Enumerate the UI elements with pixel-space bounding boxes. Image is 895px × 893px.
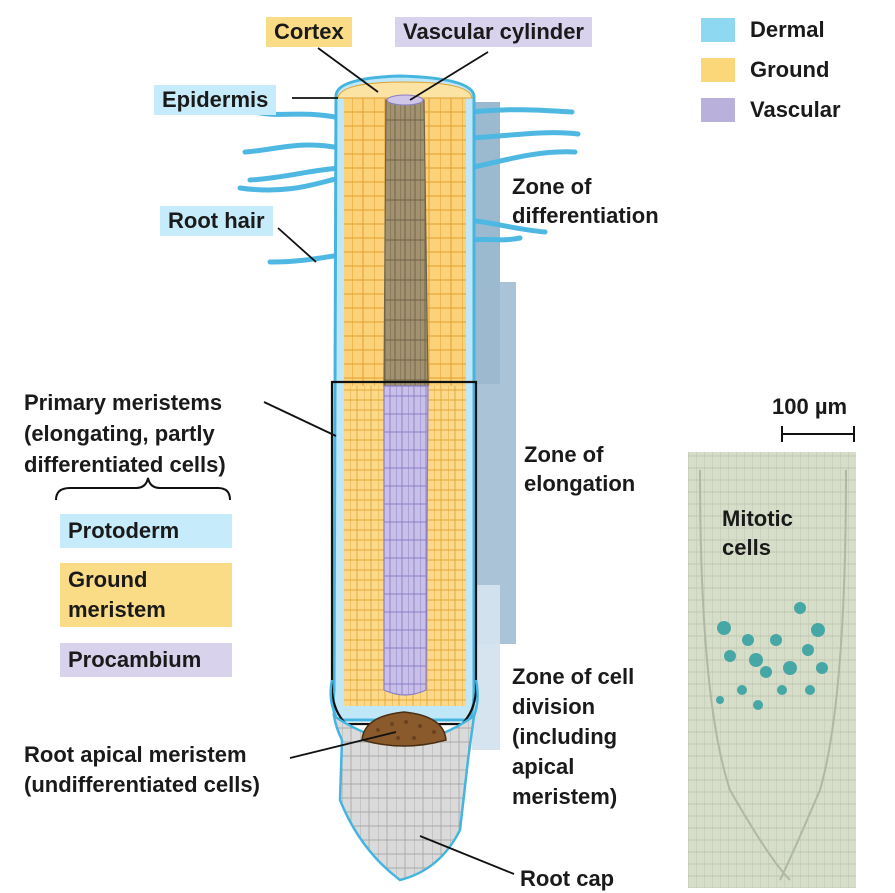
leader-lines [263,47,793,875]
label-procambium: Procambium [60,643,232,677]
micrograph [688,452,856,888]
legend-dermal: Dermal [750,17,825,42]
label-protoderm: Protoderm [60,514,232,548]
vascular-cylinder-mature [383,96,429,387]
root-apical-meristem-tissue [361,711,447,747]
legend-swatch-dermal [701,18,735,42]
legend-swatch-ground [701,58,735,82]
label-zone-differentiation: Zone of differentiation [512,174,659,228]
label-zone-division: Zone of cell division (including apical … [512,664,635,809]
label-zone-elongation: Zone of elongation [524,442,636,496]
label-mitotic-cells: Mitotic cells [722,506,793,560]
label-epidermis: Epidermis [154,85,277,115]
label-root-hair: Root hair [160,206,273,236]
procambium-tissue [383,385,429,696]
legend-swatch-vascular [701,98,735,122]
legend-ground: Ground [750,57,830,82]
label-root-apical-meristem: Root apical meristem (undifferentiated c… [24,742,260,797]
label-root-cap: Root cap [520,866,615,891]
label-scale-bar: 100 µm [772,394,848,419]
bracket [55,477,231,501]
legend-vascular: Vascular [750,97,841,122]
label-vascular-cylinder: Vascular cylinder [395,17,592,47]
scale-bar [781,426,855,442]
label-ground-meristem: Ground meristem [60,563,232,627]
label-primary-meristems: Primary meristems (elongating, partly di… [24,390,226,477]
label-cortex: Cortex [266,17,352,47]
zone-elongation-bar [472,282,516,644]
